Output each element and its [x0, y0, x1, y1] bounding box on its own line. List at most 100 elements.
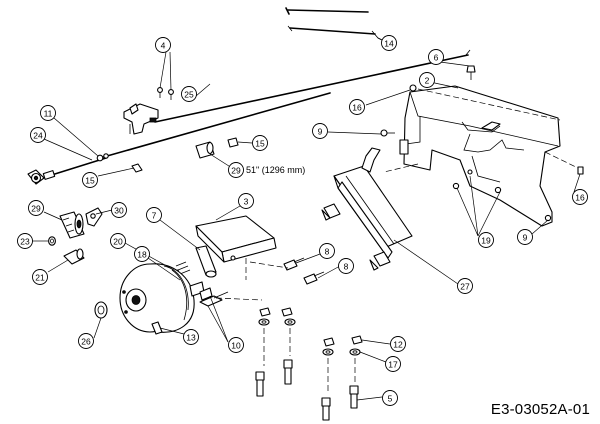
callout-number: 26: [81, 337, 91, 347]
callout-circle: [28, 200, 44, 216]
callout-circle: [146, 207, 162, 223]
assembly-line-bolt-10: [215, 297, 263, 301]
clip-part-15-left: [131, 163, 143, 173]
callout-number: 4: [161, 41, 166, 51]
callout-19: 19: [478, 232, 494, 248]
callout-number: 21: [35, 273, 45, 283]
callout-14: 14: [381, 35, 397, 51]
nut-washer-left-center: [322, 337, 335, 356]
callout-number: 27: [460, 282, 470, 292]
hub-part-29-lower: [59, 211, 85, 239]
callout-number: 29: [31, 204, 41, 214]
assembly-line-cover-right: [544, 151, 579, 169]
callout-circle: [17, 233, 33, 249]
callout-15: 15: [252, 135, 268, 151]
callout-circle: [78, 333, 94, 349]
bolt-part-5-group: [255, 359, 359, 421]
callout-5: 5: [382, 390, 398, 406]
callout-27: 27: [457, 278, 473, 294]
bolt-part-6: [466, 65, 476, 80]
callout-16: 16: [572, 189, 588, 205]
callout-26: 26: [78, 333, 94, 349]
callout-number: 7: [152, 211, 157, 221]
callout-circle: [183, 329, 199, 345]
assembly-line-bolt-8: [249, 261, 289, 269]
callout-8: 8: [319, 243, 335, 259]
callout-number: 2: [425, 76, 430, 86]
rod-part-14: [285, 7, 383, 41]
washer-part-17: [349, 348, 361, 356]
callout-13: 13: [183, 329, 199, 345]
diagram-code-label: E3-03052A-01: [490, 401, 590, 418]
callout-circle: [228, 162, 244, 178]
callout-circle: [312, 123, 328, 139]
cover-plate-part-2: [399, 85, 561, 227]
control-rods-part-25: [99, 49, 471, 159]
callout-number: 12: [393, 340, 403, 350]
callout-number: 13: [186, 333, 196, 343]
callout-23: 23: [17, 233, 33, 249]
bolt-part-10: [199, 287, 229, 307]
callout-2: 2: [419, 72, 435, 88]
callout-number: 16: [352, 103, 362, 113]
callout-circle: [110, 233, 126, 249]
callout-11: 11: [40, 105, 56, 121]
spacer-part-15: [227, 137, 239, 148]
callout-number: 5: [388, 394, 393, 404]
bracket-part-4: [123, 87, 174, 135]
callout-circle: [457, 278, 473, 294]
callout-circle: [349, 99, 365, 115]
callout-number: 10: [231, 341, 241, 351]
callout-number: 14: [384, 39, 394, 49]
callout-17: 17: [385, 356, 401, 372]
callout-9: 9: [312, 123, 328, 139]
callout-6: 6: [428, 49, 444, 65]
callout-21: 21: [32, 269, 48, 285]
callout-number: 24: [33, 131, 43, 141]
callout-circle: [155, 37, 171, 53]
callout-9: 9: [517, 229, 533, 245]
callout-number: 17: [388, 360, 398, 370]
callout-number: 16: [575, 193, 585, 203]
callout-circle: [478, 232, 494, 248]
callout-number: 25: [184, 90, 194, 100]
callout-number: 29: [231, 166, 241, 176]
callout-18: 18: [134, 246, 150, 262]
callout-number: 11: [44, 109, 53, 119]
callout-number: 18: [137, 250, 147, 260]
callout-7: 7: [146, 207, 162, 223]
callout-circle: [382, 390, 398, 406]
callout-circle: [252, 135, 268, 151]
leader-lines: [32, 37, 581, 401]
callout-circle: [572, 189, 588, 205]
clutch-part-13: [119, 263, 205, 335]
callout-circle: [319, 243, 335, 259]
callout-15: 15: [82, 172, 98, 188]
callout-number: 9: [523, 233, 528, 243]
callout-3: 3: [238, 193, 254, 209]
callout-25: 25: [181, 86, 197, 102]
callout-number: 19: [481, 236, 491, 246]
callout-number: 9: [318, 127, 323, 137]
callout-circle: [30, 127, 46, 143]
bolt-part-8-lower: [303, 271, 325, 285]
callout-circle: [181, 86, 197, 102]
screw-part-9-upper: [380, 129, 395, 137]
nut-washer-stack-center: [258, 307, 296, 326]
callout-circle: [111, 202, 127, 218]
callout-29: 29: [28, 200, 44, 216]
callout-number: 3: [244, 197, 249, 207]
callout-circle: [40, 105, 56, 121]
bolt-part-8-upper: [283, 257, 305, 271]
callout-circle: [134, 246, 150, 262]
callout-circle: [32, 269, 48, 285]
callout-number: 23: [20, 237, 30, 247]
nut-part-12: [351, 335, 363, 345]
assembly-line-cover-top: [417, 88, 561, 121]
nut-part-23: [48, 236, 56, 246]
callout-circle: [381, 35, 397, 51]
callout-number: 20: [113, 237, 123, 247]
callout-circle: [428, 49, 444, 65]
